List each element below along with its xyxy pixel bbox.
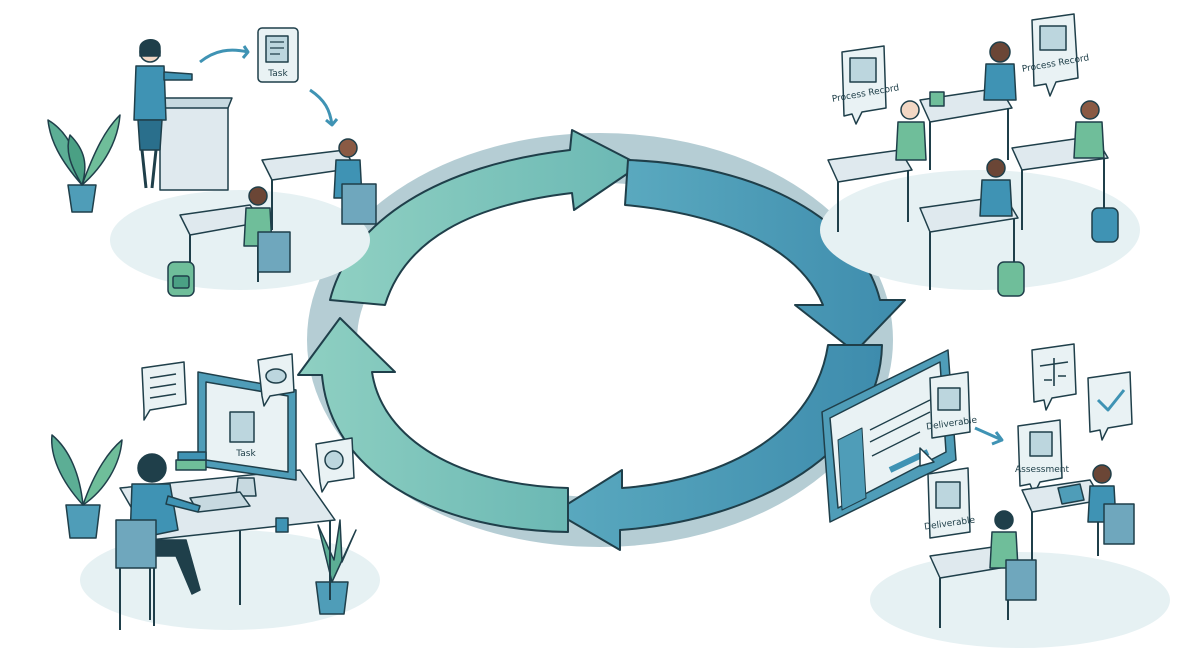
cycle-arrow-top	[329, 129, 641, 306]
deliverable-icon: Deliverable	[924, 467, 976, 539]
cursor-icon	[888, 447, 935, 473]
cycle-arrow-right	[624, 159, 906, 353]
backpack-icon	[167, 261, 195, 297]
checklist-icon	[141, 361, 187, 421]
task-icon: Task	[229, 411, 256, 459]
scene-student-computer-task: Task	[51, 353, 380, 630]
process-record-icon: Process Record	[831, 45, 900, 125]
backpack-icon	[997, 207, 1119, 297]
assessment-icon: Assessment	[1015, 419, 1069, 495]
cycle-arrow-left	[297, 317, 569, 533]
task-label-top: Task	[267, 69, 288, 79]
feedback-icon	[315, 437, 355, 493]
task-icon: Task	[257, 27, 299, 83]
process-record-icon: Process Record	[1021, 13, 1090, 97]
cycle-diagram	[297, 129, 906, 551]
scales-icon	[1031, 343, 1077, 411]
plant-icon	[51, 434, 123, 539]
deliverable-icon: Deliverable	[926, 371, 978, 439]
scene-deliverable-assessment: Deliverable Assessment Deliverable	[821, 343, 1170, 648]
scene-teacher-assigns-task: Task	[47, 27, 377, 297]
scene-students-process-record: Process Record Process Record	[820, 13, 1140, 297]
assessment-label: Assessment	[1015, 465, 1069, 475]
plant-icon	[47, 114, 121, 213]
checkmark-icon	[1087, 371, 1133, 441]
plant-icon	[315, 519, 357, 615]
chat-bubble-icon	[257, 353, 295, 407]
task-label-monitor: Task	[235, 449, 256, 459]
